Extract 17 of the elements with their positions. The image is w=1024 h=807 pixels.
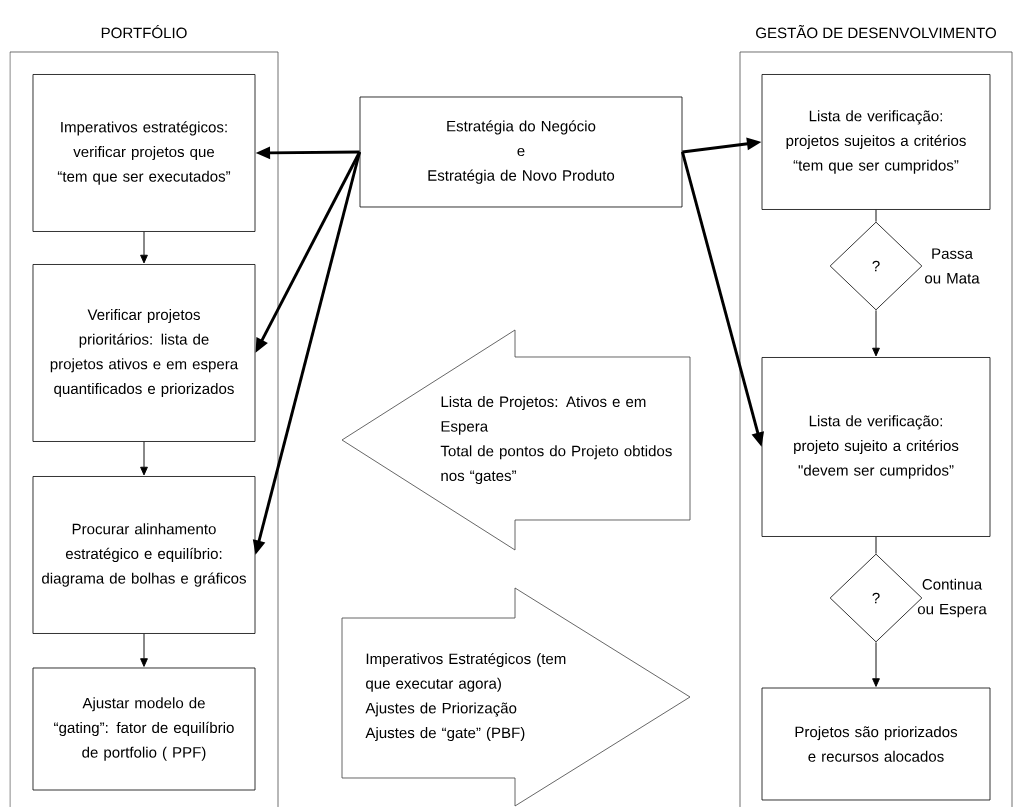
process-box: Lista de verificação: projetos sujeitos a critérios “tem que ser cumpridos” (761, 74, 991, 210)
process-box: Projetos são priorizados e recursos alocados (761, 687, 991, 801)
process-box: Procurar alinhamento estratégico e equilíbrio: diagrama de bolhas e gráficos (32, 476, 256, 634)
arrow (140, 633, 148, 667)
process-box: Ajustar modelo de “gating”: fator de equilíbrio de portfolio ( PPF) (32, 667, 256, 791)
decision-label: Passa ou Mata (925, 248, 980, 284)
arrow (872, 309, 880, 357)
arrow (872, 641, 880, 687)
arrow (140, 231, 148, 264)
process-box: Verificar projetos prioritários: lista de projetos ativos e em espera quantificados e priorizados (32, 264, 256, 442)
panel-title: GESTÃO DE DESENVOLVIMENTO (756, 24, 996, 39)
decision-label: Continua ou Espera (917, 578, 987, 618)
panel-title: PORTFÓLIO (101, 25, 187, 39)
arrow (140, 441, 148, 476)
process-box: Estratégia do Negócio e Estratégia de Novo Produto (359, 96, 683, 208)
process-box: Imperativos estratégicos: verificar projetos que “tem que ser executados” (32, 74, 256, 232)
process-box: Lista de verificação: projeto sujeito a critérios "devem ser cumpridos” (761, 357, 991, 537)
